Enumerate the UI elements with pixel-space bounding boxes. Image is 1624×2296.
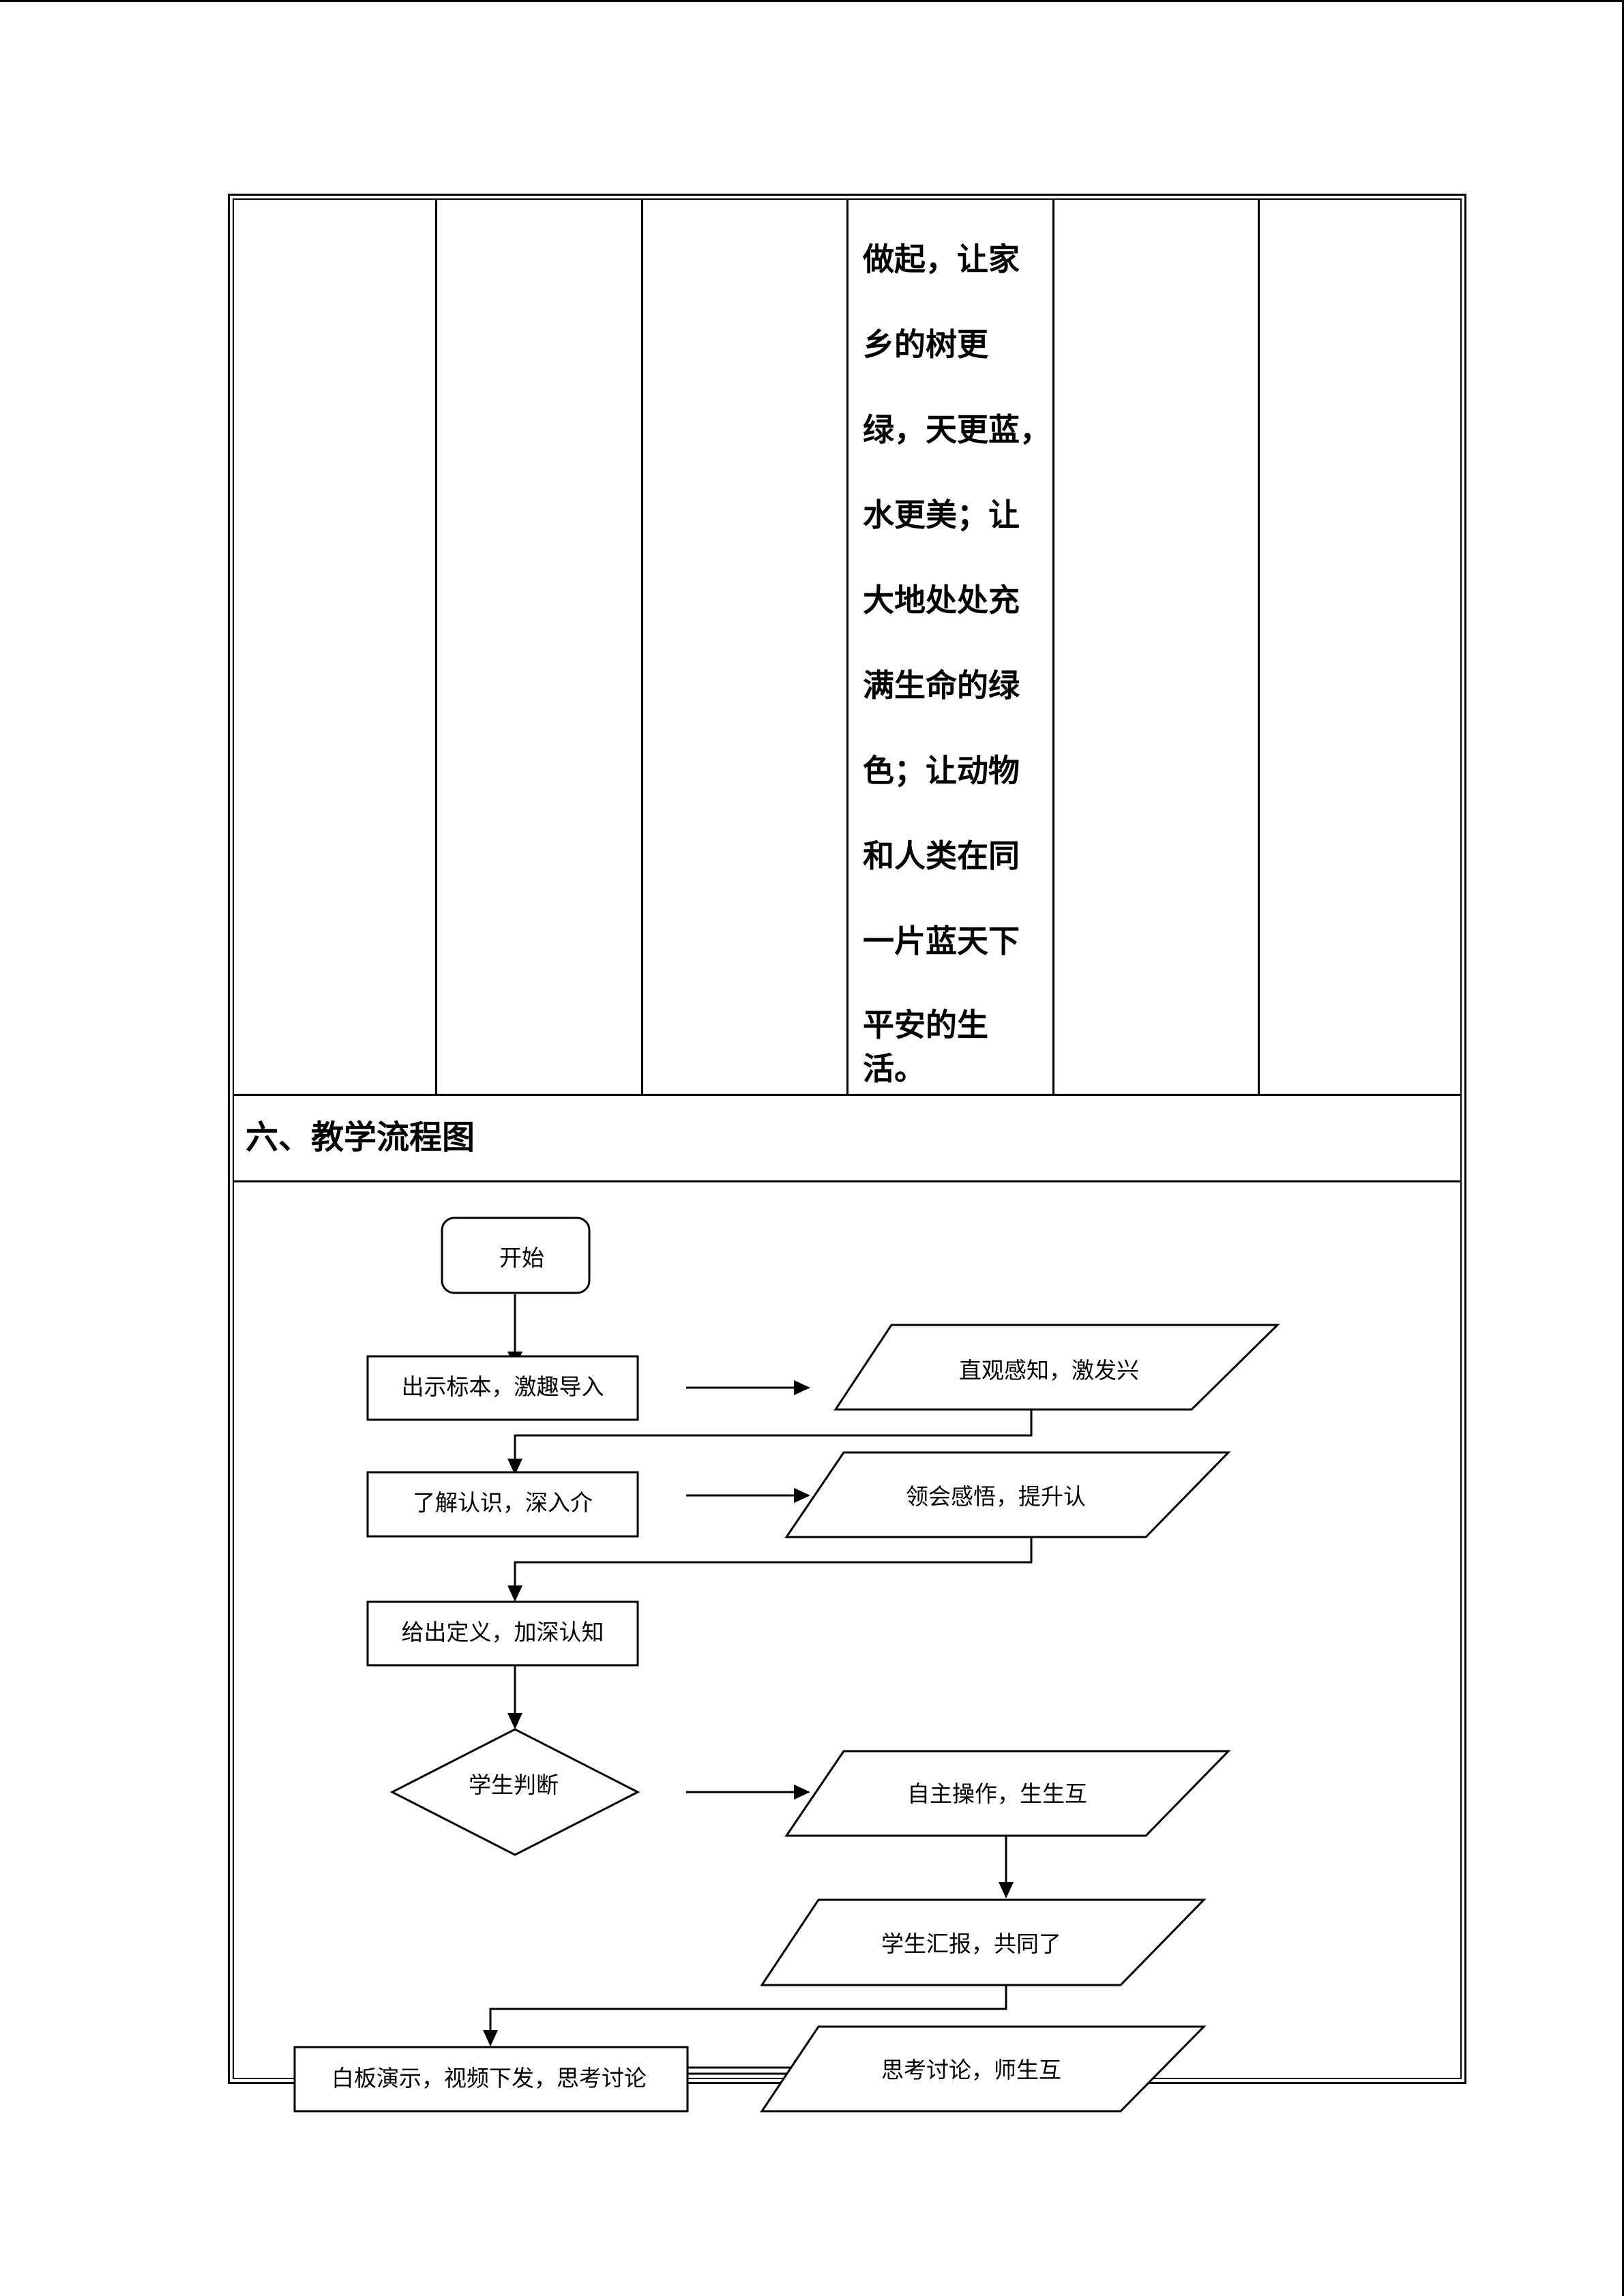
column-divider-4 [1052,198,1054,1096]
connector-out2-step3 [514,1537,1033,1586]
flow-step3-label: 给出定义，加深认知 [402,1619,604,1645]
section-title: 六、教学流程图 [246,1118,475,1157]
arrowhead [483,2030,498,2046]
flow-step2-label: 了解认识，深入介 [413,1489,593,1516]
flow-step4-label: 白板演示，视频下发，思考讨论 [331,2065,647,2091]
cell-line: 绿，天更蓝， [863,411,1051,448]
column-divider-3 [846,198,848,1096]
flow-output-1-label: 直观感知，激发兴 [959,1357,1139,1384]
page-top-border [0,0,1624,2]
cell-line: 色；让动物 [863,752,1020,789]
cell-line: 做起，让家 [863,241,1020,278]
flow-output-5-label: 思考讨论，师生互 [881,2057,1061,2083]
column-divider-1 [435,198,437,1096]
flow-output-2 [784,1451,1231,1538]
flow-output-3 [784,1750,1231,1837]
flow-step1-label: 出示标本，激趣导入 [402,1373,604,1400]
flow-output-2-label: 领会感悟，提升认 [906,1483,1086,1510]
row-divider-2 [233,1180,1462,1182]
row-divider-1 [233,1094,1462,1096]
arrowhead [794,1488,810,1503]
arrowhead [794,1380,810,1395]
cell-line: 乡的树更 [863,326,988,363]
flow-start-label: 开始 [499,1244,544,1271]
cell-line: 满生命的绿 [863,667,1020,704]
cell-line: 一片蓝天下 [863,923,1020,959]
flow-step1 [366,1355,639,1421]
flow-output-4 [760,1898,1207,1986]
flow-decision-label: 学生判断 [469,1772,559,1798]
cell-line: 平安的生 [863,1007,988,1043]
table-cell-text: 做起，让家 乡的树更 绿，天更蓝， 水更美；让 大地处处充 满生命的绿 色；让动… [863,217,1051,1090]
column-divider-2 [641,198,643,1096]
flow-step3 [366,1600,639,1667]
connector-out1-step2 [514,1410,1033,1459]
flow-start [441,1217,591,1294]
cell-line: 大地处处充 [863,582,1020,618]
column-divider-5 [1258,198,1260,1096]
flow-output-4-label: 学生汇报，共同了 [881,1930,1061,1957]
flow-output-1 [833,1324,1280,1411]
flow-step4 [293,2046,689,2113]
flow-output-3-label: 自主操作，生生互 [907,1780,1087,1807]
connector-out4-step4 [489,1985,1007,2031]
cell-line: 水更美；让 [863,496,1020,533]
arrowhead [999,1882,1014,1898]
arrowhead [507,1713,522,1729]
flow-output-5 [760,2025,1207,2113]
cell-line: 活。 [863,1050,926,1087]
arrowhead [507,1459,522,1475]
flow-step2 [366,1471,639,1538]
page-right-border [1622,0,1624,2296]
flow-decision [389,1728,640,1856]
cell-line: 和人类在同 [863,837,1020,874]
arrowhead [794,1785,810,1800]
arrowhead [507,1585,522,1602]
